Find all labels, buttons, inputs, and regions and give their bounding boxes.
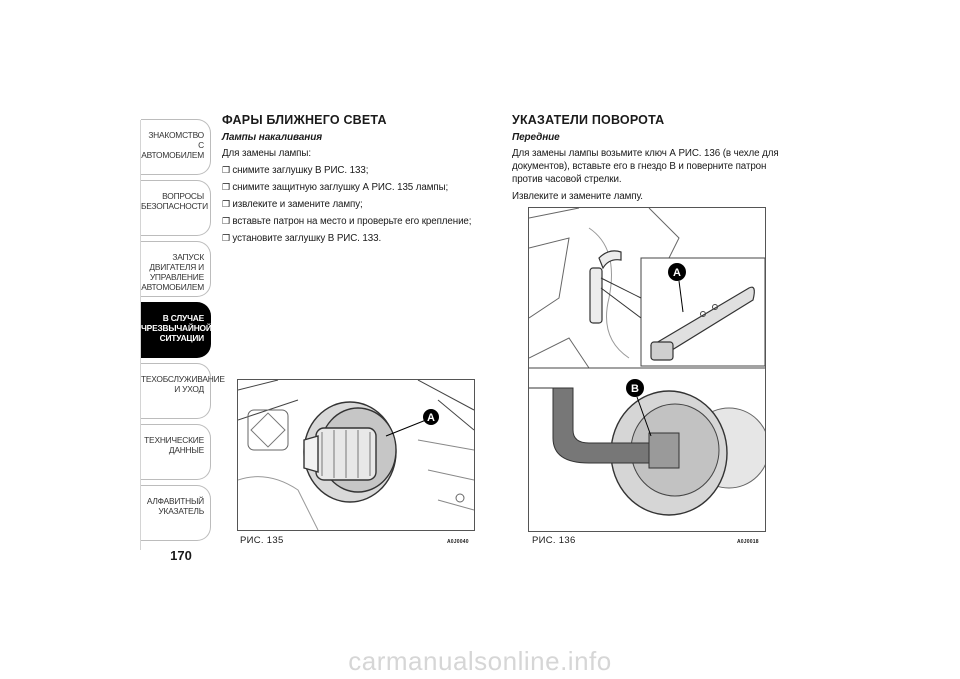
- tab-technical-data[interactable]: ТЕХНИЧЕСКИЕ ДАННЫЕ: [141, 424, 211, 480]
- figure-135-caption: РИС. 135: [240, 535, 284, 546]
- tab-index[interactable]: АЛФАВИТНЫЙ УКАЗАТЕЛЬ: [141, 485, 211, 541]
- page-number: 170: [170, 548, 192, 563]
- section-title-low-beam: ФАРЫ БЛИЖНЕГО СВЕТА: [222, 113, 387, 127]
- marker-b-label: B: [631, 383, 639, 395]
- marker-a-label: A: [673, 267, 681, 279]
- figure-135-code: A0J0040: [447, 539, 469, 545]
- subsection-title-front: Передние: [512, 132, 560, 143]
- tab-maintenance[interactable]: ТЕХОБСЛУЖИВАНИЕ И УХОД: [141, 363, 225, 419]
- tab-getting-to-know[interactable]: ЗНАКОМСТВО С АВТОМОБИЛЕМ: [141, 119, 211, 175]
- list-item: вставьте патрон на место и проверьте его…: [222, 215, 482, 228]
- figure-136-code: A0J0018: [737, 539, 759, 545]
- step-list: снимите заглушку В РИС. 133; снимите защ…: [222, 164, 482, 245]
- list-item: установите заглушку В РИС. 133.: [222, 232, 482, 245]
- list-item: снимите защитную заглушку А РИС. 135 лам…: [222, 181, 482, 194]
- paragraph-replace: Извлеките и замените лампу.: [512, 191, 643, 202]
- figure-136-caption: РИС. 136: [532, 535, 576, 546]
- sidebar-divider: [140, 120, 141, 550]
- list-item: извлеките и замените лампу;: [222, 198, 482, 211]
- site-watermark: carmanualsonline.info: [348, 646, 612, 676]
- section-title-turn-signals: УКАЗАТЕЛИ ПОВОРОТА: [512, 113, 665, 127]
- intro-text: Для замены лампы:: [222, 148, 311, 159]
- left-column: ФАРЫ БЛИЖНЕГО СВЕТА Лампы накаливания Дл…: [222, 114, 482, 249]
- tab-safety[interactable]: ВОПРОСЫ БЕЗОПАСНОСТИ: [141, 180, 211, 236]
- subsection-title-bulbs: Лампы накаливания: [222, 132, 322, 143]
- paragraph-instruction: Для замены лампы возьмите ключ А РИС. 13…: [512, 148, 779, 185]
- turn-signal-key-drawing: A B: [529, 208, 765, 516]
- headlamp-cap-drawing: A: [238, 380, 474, 530]
- marker-a-label: A: [427, 412, 435, 424]
- tab-starting-driving[interactable]: ЗАПУСК ДВИГАТЕЛЯ И УПРАВЛЕНИЕ АВТОМОБИЛЕ…: [141, 241, 211, 297]
- figure-136-illustration: A B: [528, 207, 766, 532]
- figure-135-illustration: A: [237, 379, 475, 531]
- list-item: снимите заглушку В РИС. 133;: [222, 164, 482, 177]
- right-column: УКАЗАТЕЛИ ПОВОРОТА Передние Для замены л…: [512, 114, 782, 207]
- tab-emergency[interactable]: В СЛУЧАЕ ЧРЕЗВЫЧАЙНОЙ СИТУАЦИИ: [141, 302, 212, 358]
